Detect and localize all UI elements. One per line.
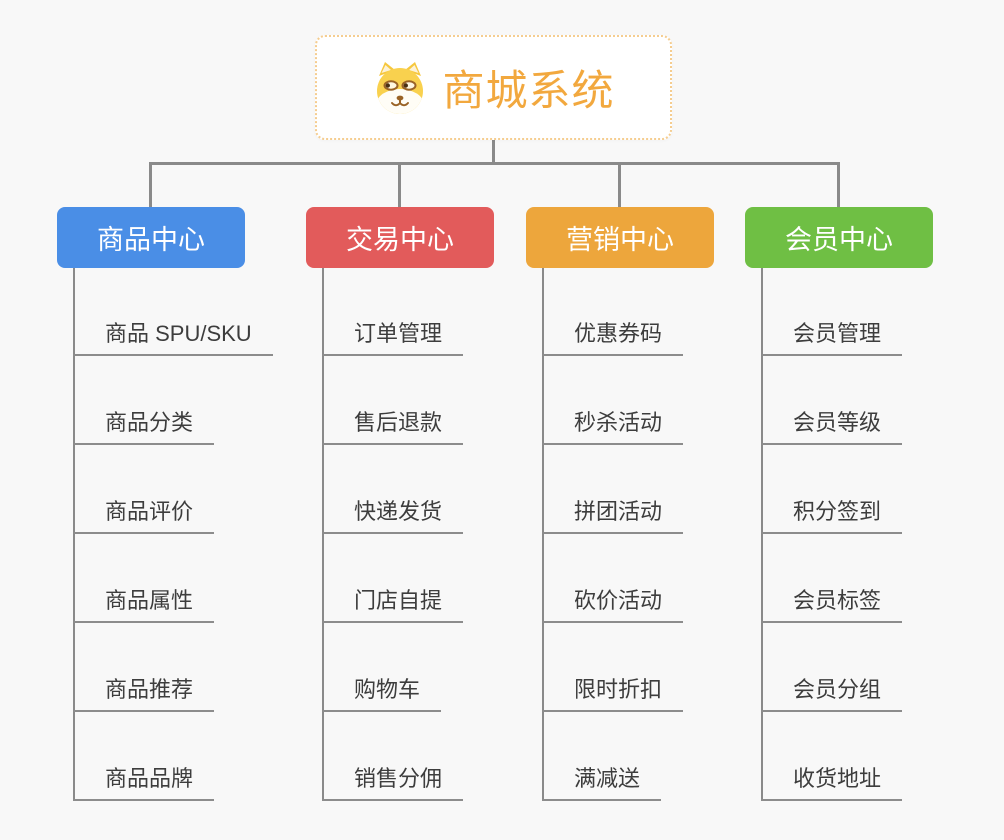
subtopic-item[interactable]: 门店自提 [322, 583, 464, 623]
branch-node-product-center[interactable]: 商品中心 [57, 207, 245, 268]
connector-drop-product-center [149, 162, 152, 208]
branch-label: 商品中心 [97, 225, 205, 255]
subtopic-item[interactable]: 订单管理 [322, 316, 464, 356]
subtopic-item[interactable]: 销售分佣 [322, 761, 464, 801]
subtopic-item[interactable]: 会员标签 [761, 583, 903, 623]
subtopic-item[interactable]: 优惠券码 [542, 316, 684, 356]
connector-drop-trade-center [398, 162, 401, 208]
branch-label: 会员中心 [785, 225, 893, 255]
subtopic-item[interactable]: 秒杀活动 [542, 405, 684, 445]
subtopic-item[interactable]: 会员等级 [761, 405, 903, 445]
shiba-dog-icon [377, 61, 424, 114]
connector-top-bar [150, 162, 840, 165]
subtopic-item[interactable]: 商品评价 [73, 494, 215, 534]
subtopic-item[interactable]: 商品品牌 [73, 761, 215, 801]
subtopic-item[interactable]: 限时折扣 [542, 672, 684, 712]
connector-drop-member-center [837, 162, 840, 208]
subtopic-item[interactable]: 购物车 [322, 672, 442, 712]
subtopic-item[interactable]: 商品 SPU/SKU [73, 316, 273, 356]
branch-node-member-center[interactable]: 会员中心 [745, 207, 933, 268]
subtopic-item[interactable]: 满减送 [542, 761, 662, 801]
subtopic-item[interactable]: 拼团活动 [542, 494, 684, 534]
branch-node-marketing-center[interactable]: 营销中心 [526, 207, 714, 268]
subtopic-item[interactable]: 商品分类 [73, 405, 215, 445]
subtopic-item[interactable]: 售后退款 [322, 405, 464, 445]
subtopic-item[interactable]: 积分签到 [761, 494, 903, 534]
connector-root-stem [492, 140, 495, 163]
subtopic-item[interactable]: 会员管理 [761, 316, 903, 356]
subtopic-item[interactable]: 会员分组 [761, 672, 903, 712]
root-label: 商城系统 [442, 67, 615, 114]
subtopic-item[interactable]: 商品推荐 [73, 672, 215, 712]
root-node-mall-system[interactable]: 商城系统 [315, 35, 672, 140]
branch-node-trade-center[interactable]: 交易中心 [306, 207, 494, 268]
subtopic-item[interactable]: 砍价活动 [542, 583, 684, 623]
branch-label: 营销中心 [566, 225, 674, 255]
subtopic-item[interactable]: 收货地址 [761, 761, 903, 801]
subtopic-item[interactable]: 商品属性 [73, 583, 215, 623]
connector-drop-marketing-center [618, 162, 621, 208]
subtopic-item[interactable]: 快递发货 [322, 494, 464, 534]
branch-label: 交易中心 [346, 225, 454, 255]
